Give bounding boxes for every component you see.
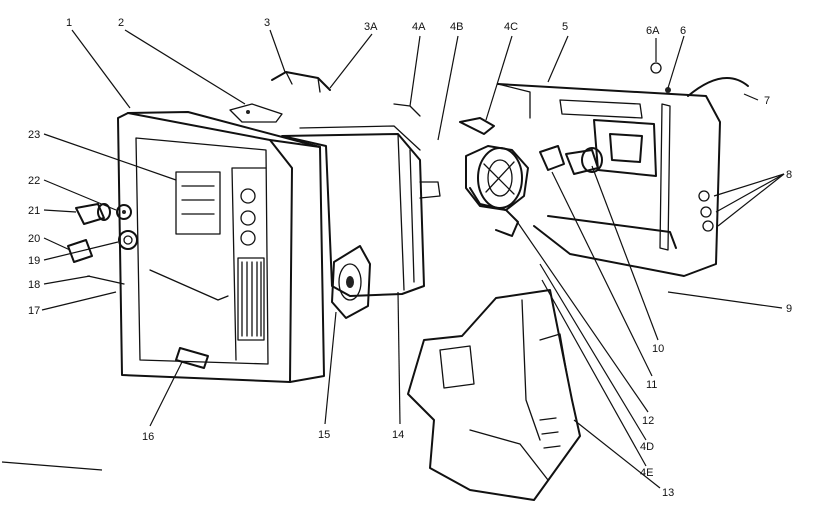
baseline-stroke — [1, 461, 103, 471]
callout-14: 14 — [392, 429, 404, 441]
callout-2: 2 — [118, 17, 124, 29]
callout-23: 23 — [28, 129, 40, 141]
callout-22: 22 — [28, 175, 40, 187]
callout-4c: 4C — [504, 21, 518, 33]
callout-13: 13 — [662, 487, 674, 499]
top-bracket — [229, 103, 283, 123]
callout-4d: 4D — [640, 441, 654, 453]
callout-3a: 3A — [364, 21, 378, 33]
callout-17: 17 — [28, 305, 40, 317]
callout-8: 8 — [786, 169, 792, 181]
callout-15: 15 — [318, 429, 330, 441]
callout-4a: 4A — [412, 21, 426, 33]
antenna-parts — [650, 62, 749, 97]
callout-18: 18 — [28, 279, 40, 291]
leader-lines — [41, 29, 785, 489]
callout-3: 3 — [264, 17, 270, 29]
callout-19: 19 — [28, 255, 40, 267]
callout-1: 1 — [66, 17, 72, 29]
top-clip — [271, 71, 331, 93]
callout-7: 7 — [764, 95, 770, 107]
tube-housing — [281, 125, 441, 297]
callout-20: 20 — [28, 233, 40, 245]
callout-5: 5 — [562, 21, 568, 33]
callout-12: 12 — [642, 415, 654, 427]
callout-10: 10 — [652, 343, 664, 355]
deflection-yoke — [393, 103, 529, 237]
speaker — [331, 245, 371, 319]
callout-6a: 6A — [646, 25, 660, 37]
callout-6: 6 — [680, 25, 686, 37]
chassis — [407, 289, 581, 501]
callout-21: 21 — [28, 205, 40, 217]
callout-16: 16 — [142, 431, 154, 443]
callout-labels: 1 2 3 3A 4A 4B 4C 5 6A 6 7 8 9 10 11 12 … — [28, 17, 792, 499]
rear-cover — [497, 83, 721, 277]
front-cabinet — [117, 111, 325, 383]
callout-11: 11 — [646, 379, 657, 391]
callout-9: 9 — [786, 303, 792, 315]
small-parts-left — [67, 203, 209, 369]
neck-assembly — [539, 145, 603, 175]
callout-4b: 4B — [450, 21, 463, 33]
callout-4e: 4E — [640, 467, 653, 479]
